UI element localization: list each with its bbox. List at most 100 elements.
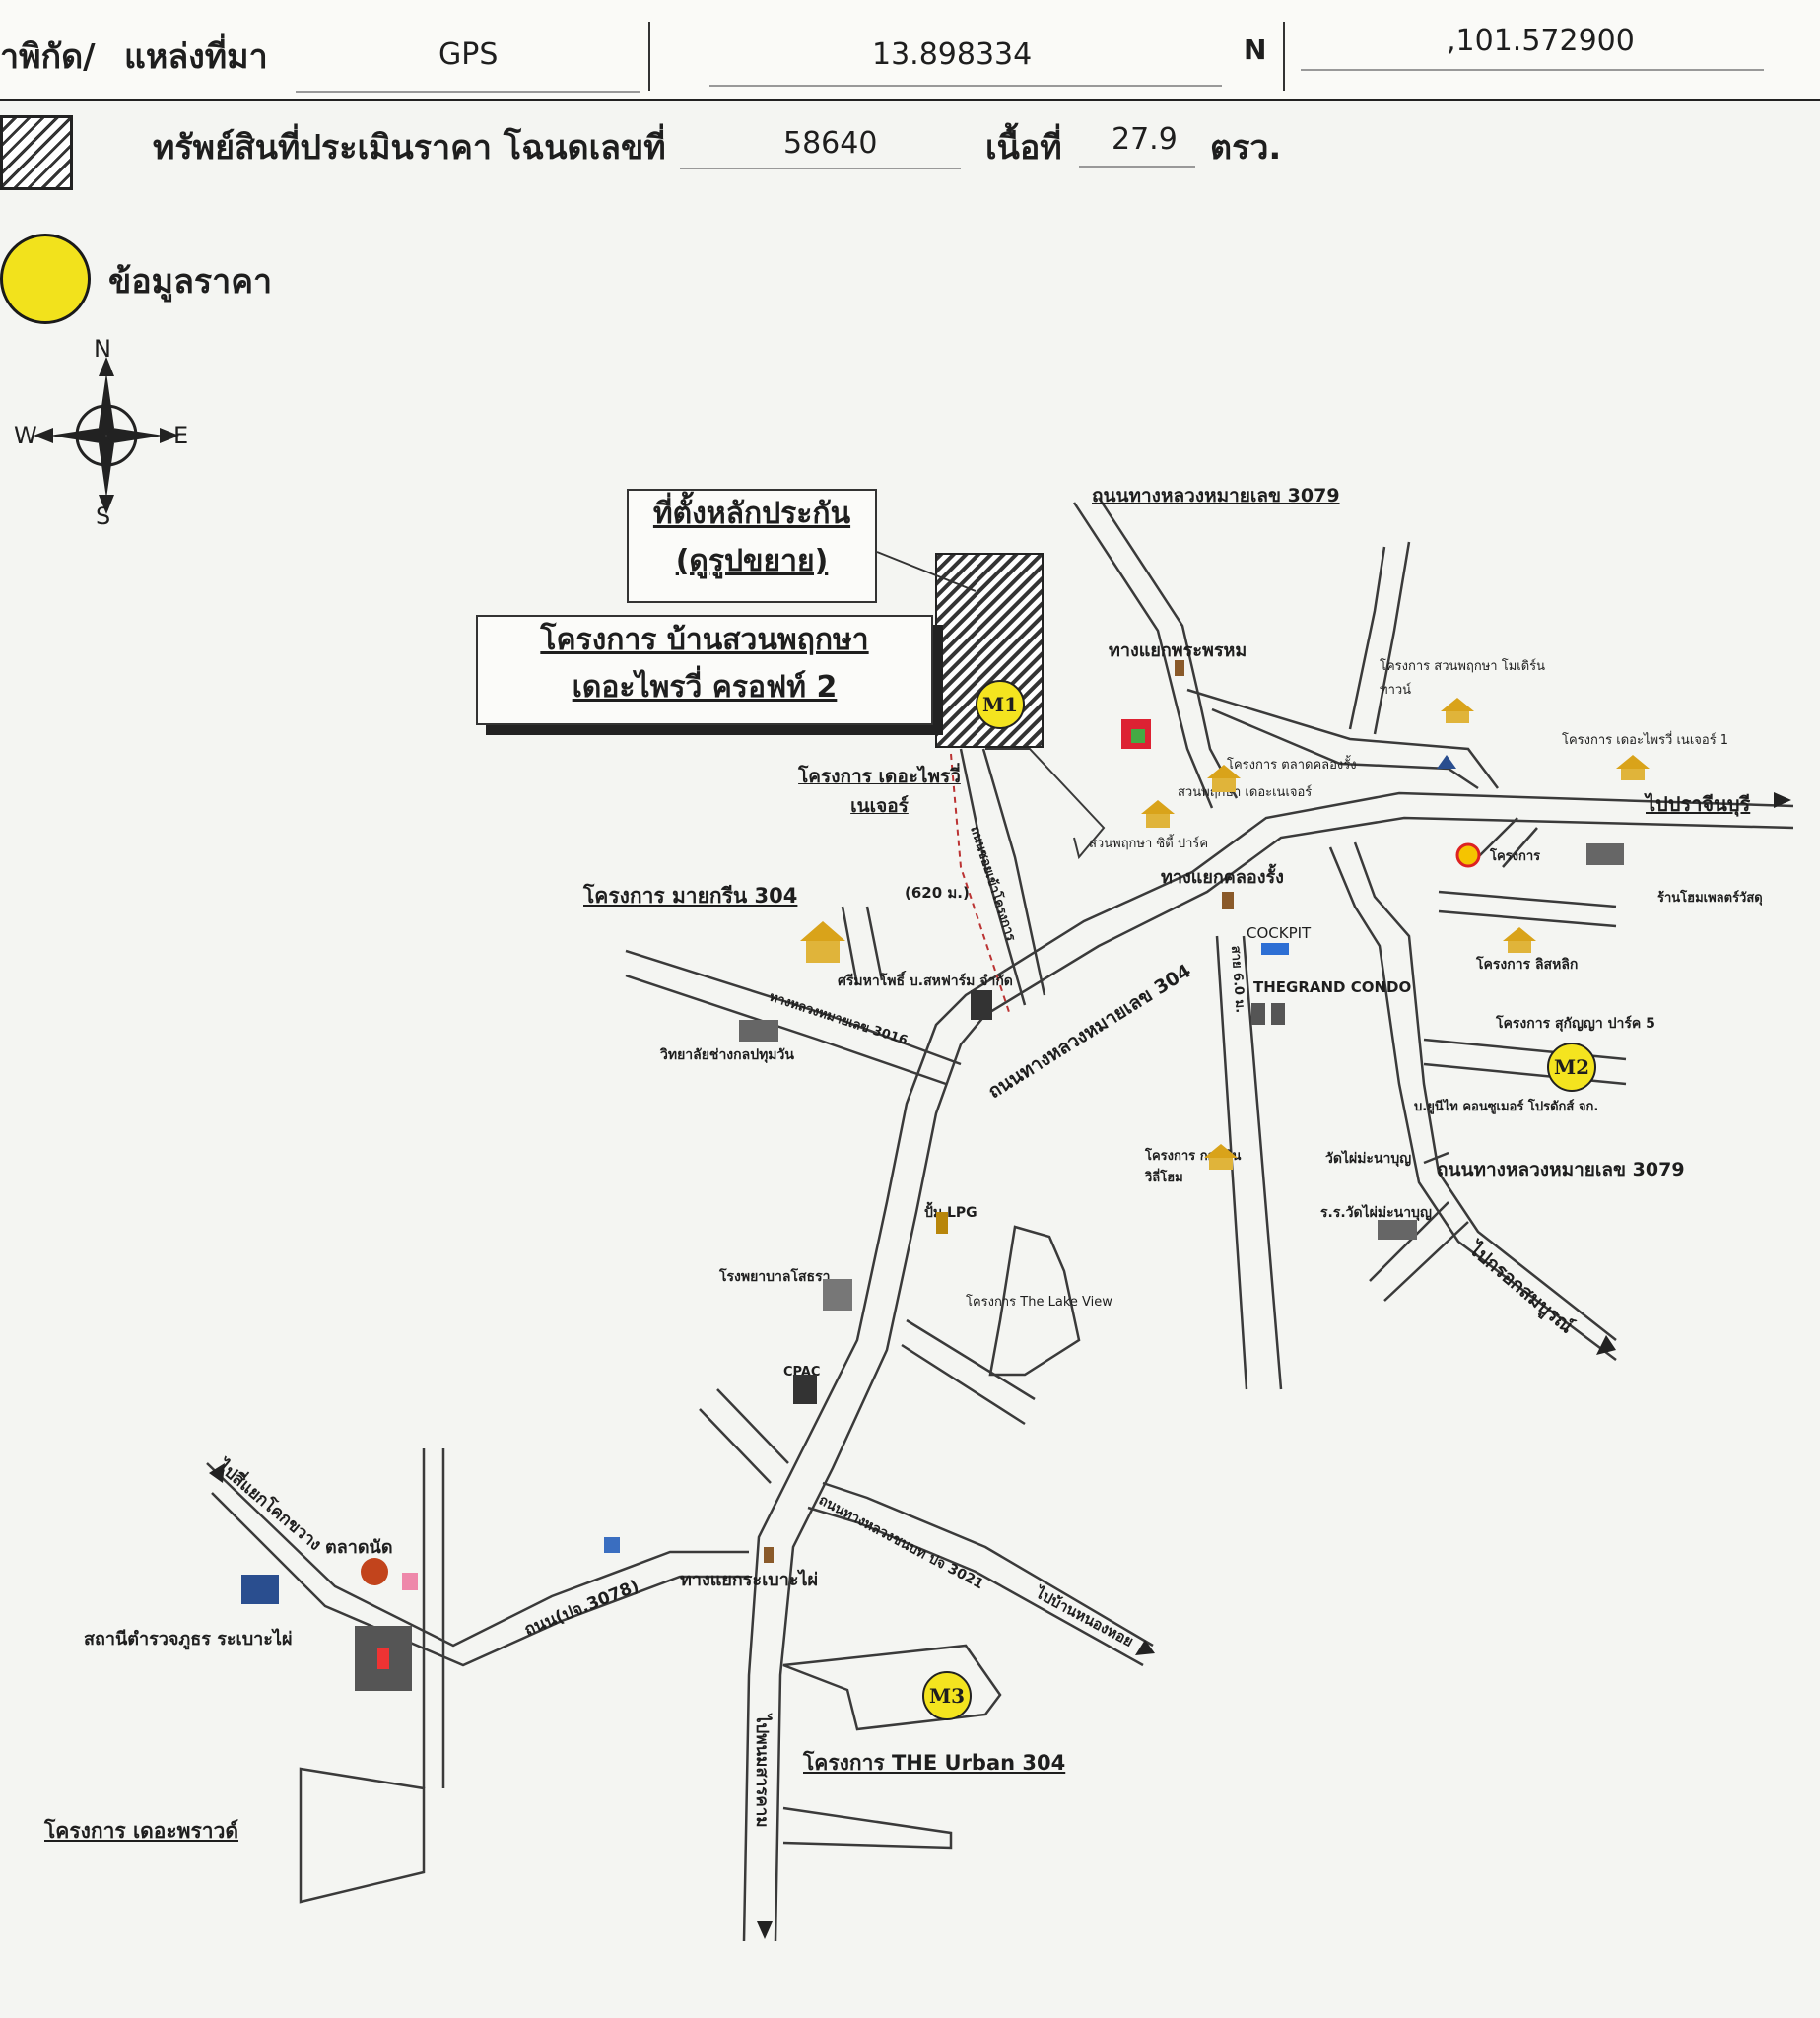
condo-icon bbox=[1251, 1003, 1265, 1025]
house-icon bbox=[800, 921, 845, 963]
road-label-3079-north: ถนนทางหลวงหมายเลข 3079 bbox=[1092, 485, 1340, 506]
project-label: โครงการ ลิสหลิก bbox=[1476, 957, 1579, 973]
source-value: GPS bbox=[438, 37, 499, 72]
landmark-label: ร.ร.วัดไผ่ม่ะนาบุญ bbox=[1320, 1205, 1432, 1221]
source-underline bbox=[296, 91, 640, 93]
house-icon bbox=[1207, 765, 1241, 792]
house-icon bbox=[1441, 698, 1474, 723]
college-icon bbox=[739, 1020, 778, 1042]
deed-number: 58640 bbox=[783, 126, 878, 161]
intersection-label: ทางแยกคลองรั้ง bbox=[1161, 867, 1284, 888]
lpg-icon bbox=[936, 1212, 948, 1234]
latitude-value: 13.898334 bbox=[872, 37, 1033, 72]
coord-label: าพิกัด/ bbox=[0, 37, 96, 77]
hatched-legend-swatch bbox=[0, 115, 73, 190]
callout-line1: ที่ตั้งหลักประกัน bbox=[652, 497, 851, 531]
school-icon bbox=[1378, 1220, 1417, 1240]
project-line2: เดอะไพรวี่ ครอฟท์ 2 bbox=[572, 670, 838, 705]
landmark-icon bbox=[1222, 892, 1234, 909]
landmark-label: โครงการ bbox=[1490, 849, 1541, 864]
project-callout: โครงการ บ้านสวนพฤกษา เดอะไพรวี่ ครอฟท์ 2 bbox=[476, 615, 933, 725]
distance-label: (620 ม.) bbox=[905, 884, 970, 902]
highway-304-a bbox=[742, 791, 1794, 1942]
header-divider bbox=[648, 22, 650, 91]
label: สาย 6.0 ม. bbox=[1228, 945, 1247, 1013]
marker-m2: M2 bbox=[1547, 1043, 1596, 1092]
project-label: โครงการ สุกัญญา ปาร์ค 5 bbox=[1496, 1016, 1655, 1032]
project-label: โครงการ ตลาดคลองรั้ง bbox=[1227, 758, 1357, 773]
callout-line2: (ดูรูปขยาย) bbox=[675, 544, 829, 578]
area-unit: ตรว. bbox=[1210, 128, 1282, 168]
longitude-value: ,101.572900 bbox=[1447, 24, 1635, 58]
landmark-icon bbox=[1175, 660, 1184, 676]
deed-underline bbox=[680, 168, 961, 169]
project-label: โครงการ สวนพฤกษา โมเดิร์น ทาวน์ bbox=[1380, 659, 1546, 698]
landmark-label: สถานีตำรวจภูธร ระเบาะไผ่ bbox=[84, 1629, 293, 1649]
collateral-plot bbox=[935, 553, 1044, 748]
project-line1: โครงการ บ้านสวนพฤกษา bbox=[540, 623, 869, 657]
hospital-icon bbox=[823, 1279, 852, 1311]
marker-m3: M3 bbox=[922, 1671, 972, 1720]
cockpit-icon bbox=[1261, 943, 1289, 955]
project-label: สวนพฤกษา เดอะเนเจอร์ bbox=[1178, 785, 1313, 800]
collateral-callout: ที่ตั้งหลักประกัน (ดูรูปขยาย) bbox=[627, 489, 877, 603]
source-label: แหล่งที่มา bbox=[124, 37, 268, 77]
intersection-label: ทางแยกระเบาะไผ่ bbox=[680, 1570, 819, 1590]
price-data-legend-icon bbox=[0, 234, 91, 324]
project-label: โครงการ เดอะไพรวี่ เนเจอร์ 1 bbox=[1562, 733, 1729, 748]
header-bar: าพิกัด/ แหล่งที่มา GPS 13.898334 N ,101.… bbox=[0, 0, 1820, 101]
intersection-label: ทางแยกพระพรหม bbox=[1109, 640, 1247, 661]
landmark-label: ร้านโฮมเพลตร์วัสดุ bbox=[1657, 891, 1763, 906]
project-label: โครงการ THE Urban 304 bbox=[803, 1751, 1066, 1775]
building-icon bbox=[1586, 843, 1624, 865]
highway-304-b bbox=[774, 816, 1794, 1942]
direction-label: ไปพนมสารคาม bbox=[752, 1713, 773, 1828]
factory-icon bbox=[971, 990, 992, 1020]
shell-station-icon bbox=[1455, 842, 1481, 868]
compass-rose-icon bbox=[34, 357, 179, 514]
cpac-icon bbox=[793, 1375, 817, 1404]
compass-s: S bbox=[96, 503, 111, 530]
landmark-label: วัดไผ่ม่ะนาบุญ bbox=[1325, 1151, 1412, 1167]
latitude-underline bbox=[709, 85, 1222, 87]
area-underline bbox=[1079, 166, 1195, 168]
temple-icon bbox=[1437, 755, 1456, 769]
north-label: N bbox=[1244, 34, 1267, 66]
compass-n: N bbox=[94, 335, 111, 363]
landmark-label: โรงพยาบาลโสธรา bbox=[719, 1269, 831, 1285]
landmark-label: บ.ยูนีไท คอนซูเมอร์ โปรดักส์ จก. bbox=[1414, 1100, 1599, 1114]
area-label: เนื้อที่ bbox=[985, 128, 1062, 168]
project-label: โครงการ The Lake View bbox=[966, 1295, 1112, 1310]
project-label: โครงการ เดอะพราวด์ bbox=[44, 1819, 239, 1843]
landmark-label: COCKPIT bbox=[1247, 924, 1312, 942]
compass-w: W bbox=[14, 422, 37, 449]
landmark-label: ตลาดนัด bbox=[325, 1537, 393, 1558]
project-label: โครงการ มายกรีน 304 bbox=[583, 884, 798, 908]
landmark-label: วิทยาลัยช่างกลปทุมวัน bbox=[660, 1047, 794, 1063]
store-icon-inner bbox=[1131, 729, 1145, 743]
compass-e: E bbox=[173, 422, 189, 449]
police-icon bbox=[241, 1575, 279, 1604]
road-label-3079-south: ถนนทางหลวงหมายเลข 3079 bbox=[1437, 1159, 1685, 1180]
house-icon bbox=[1141, 800, 1175, 828]
house-icon bbox=[1616, 755, 1650, 780]
house-icon bbox=[1204, 1144, 1238, 1170]
landmark-label: THEGRAND CONDO bbox=[1253, 978, 1412, 996]
house-icon bbox=[1503, 927, 1536, 953]
area-value: 27.9 bbox=[1112, 122, 1178, 157]
project-label: สวนพฤกษา ซิตี้ ปาร์ค bbox=[1089, 837, 1209, 851]
shop-icon bbox=[604, 1537, 620, 1553]
condo-icon bbox=[1271, 1003, 1285, 1025]
longitude-underline bbox=[1301, 69, 1764, 71]
header-divider bbox=[1283, 22, 1285, 91]
landmark-icon bbox=[764, 1547, 774, 1563]
appraisal-label: ทรัพย์สินที่ประเมินราคา โฉนดเลขที่ bbox=[153, 128, 666, 168]
landmark-label: ศรีมหาโพธิ์ บ.สหฟาร์ม จำกัด bbox=[838, 974, 1013, 989]
marker-m1: M1 bbox=[976, 680, 1025, 729]
market-icon bbox=[361, 1558, 388, 1585]
direction-label: ไปปราจีนบุรี bbox=[1646, 792, 1751, 816]
price-data-label: ข้อมูลราคา bbox=[108, 262, 273, 302]
project-label: โครงการ เดอะไพรวี่ เนเจอร์ bbox=[798, 766, 961, 817]
